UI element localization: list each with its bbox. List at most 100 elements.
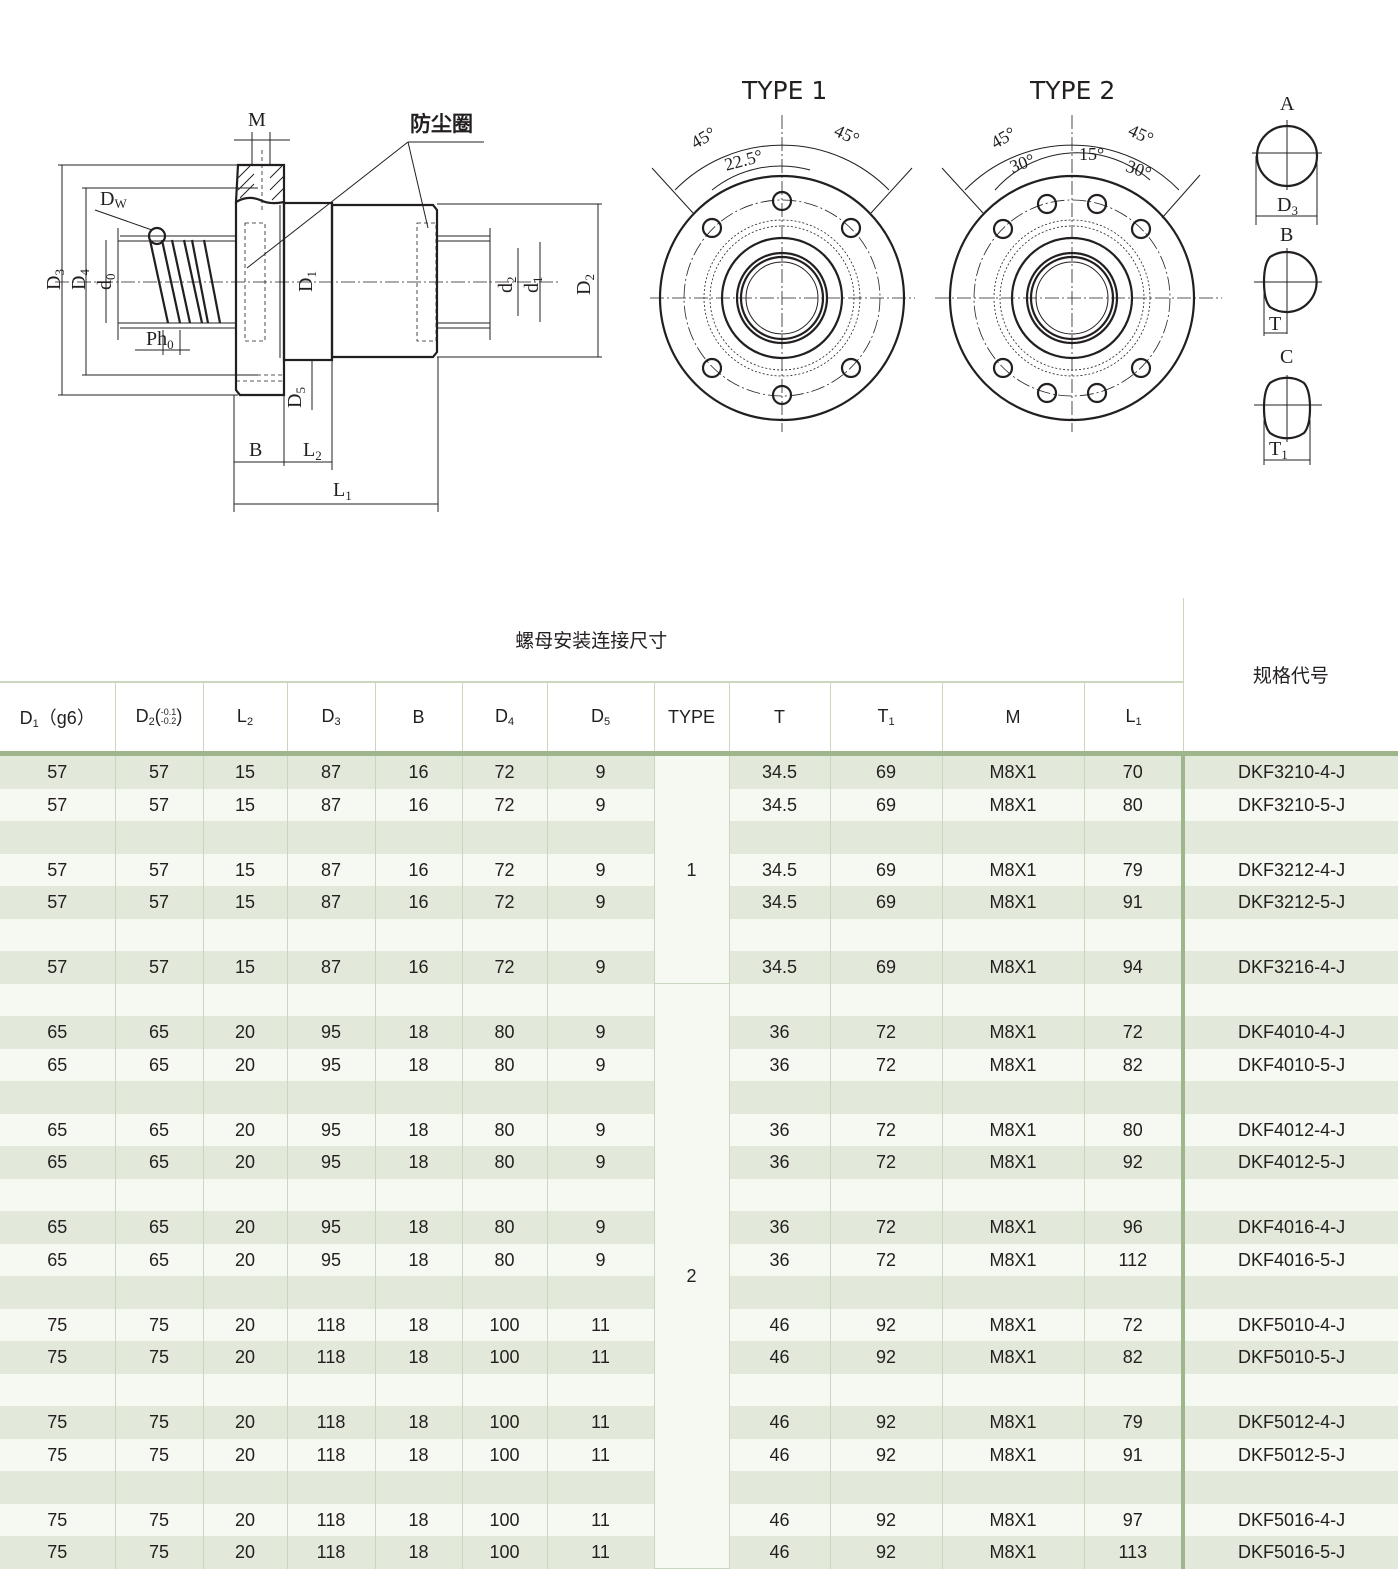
table-cell: 57: [0, 951, 116, 984]
label-d1-lower: d1: [521, 277, 545, 294]
table-cell: [0, 1276, 116, 1309]
header-label: L: [236, 706, 247, 726]
table-cell: [829, 821, 943, 854]
table-row: [0, 1373, 1399, 1406]
table-cell: 15: [202, 788, 288, 821]
type2-title: TYPE 2: [1029, 76, 1115, 105]
spec-code-cell: [1181, 1471, 1399, 1504]
spec-code-cell: DKF5016-5-J: [1181, 1536, 1399, 1569]
table-cell: 100: [461, 1308, 548, 1341]
table-cell: [202, 1178, 288, 1211]
header-label: D: [590, 706, 604, 726]
table-cell: 75: [114, 1308, 204, 1341]
side-view: 防尘圈 M DW D3 D4 d0 Ph0 D1 d2 d1 D2 D5 B L…: [43, 109, 602, 512]
spec-code-cell: DKF5012-4-J: [1181, 1406, 1399, 1439]
table-cell: [546, 1178, 655, 1211]
table-cell: 87: [286, 753, 376, 789]
table-cell: 72: [461, 886, 548, 919]
table-cell: 97: [1083, 1503, 1184, 1536]
table-cell: [728, 1471, 831, 1504]
table-cell: 112: [1083, 1243, 1184, 1276]
table-cell: [374, 821, 463, 854]
table-cell: 75: [0, 1308, 116, 1341]
table-cell: M8X1: [941, 753, 1085, 789]
table-cell: M8X1: [941, 1503, 1085, 1536]
table-cell: [461, 1373, 548, 1406]
spec-code-cell: DKF4016-5-J: [1181, 1243, 1399, 1276]
table-cell: [941, 1081, 1085, 1114]
table-cell: [114, 821, 204, 854]
spec-code-cell: DKF5010-5-J: [1181, 1341, 1399, 1374]
spec-code-cell: [1181, 1081, 1399, 1114]
table-cell: 16: [374, 853, 463, 886]
table-cell: [546, 1373, 655, 1406]
table-cell: 100: [461, 1341, 548, 1374]
table-cell: 79: [1083, 1406, 1184, 1439]
table-cell: [286, 983, 376, 1016]
table-cell: [546, 1081, 655, 1114]
table-cell: 80: [461, 1146, 548, 1179]
table-cell: 57: [114, 886, 204, 919]
table-cell: 75: [114, 1536, 204, 1569]
table-cell: 87: [286, 886, 376, 919]
spec-code-cell: DKF4010-5-J: [1181, 1048, 1399, 1081]
table-cell: [941, 1178, 1085, 1211]
table-cell: [374, 918, 463, 951]
table-cell: 92: [829, 1308, 943, 1341]
table-cell: 72: [829, 1211, 943, 1244]
table-cell: 18: [374, 1243, 463, 1276]
table-cell: 16: [374, 788, 463, 821]
screw-shaft: [117, 226, 491, 340]
table-cell: [728, 983, 831, 1016]
dust-seal-label: 防尘圈: [410, 112, 473, 136]
table-cell: 9: [546, 886, 655, 919]
header-subscript: 3: [334, 716, 341, 728]
table-row: [0, 1178, 1399, 1211]
table-cell: M8X1: [941, 1243, 1085, 1276]
table-cell: [461, 983, 548, 1016]
table-cell: 87: [286, 853, 376, 886]
table-cell: 72: [829, 1243, 943, 1276]
table-cell: 65: [114, 1146, 204, 1179]
table-cell: [941, 918, 1085, 951]
label-l1: L1: [333, 479, 352, 503]
table-cell: [0, 1081, 116, 1114]
table-cell: 72: [461, 853, 548, 886]
table-cell: 92: [829, 1536, 943, 1569]
table-cell: 57: [114, 788, 204, 821]
table-cell: 57: [0, 886, 116, 919]
type1-angle-left: 45°: [687, 123, 719, 153]
table-cell: 11: [546, 1406, 655, 1439]
cut-c-dim: T1: [1269, 438, 1288, 462]
spec-code-cell: DKF4016-4-J: [1181, 1211, 1399, 1244]
table-cell: 20: [202, 1341, 288, 1374]
table-cell: [286, 1178, 376, 1211]
ball: [147, 226, 167, 246]
table-cell: [461, 1178, 548, 1211]
table-cell: [374, 983, 463, 1016]
table-cell: [728, 1081, 831, 1114]
table-cell: [461, 1276, 548, 1309]
table-cell: 100: [461, 1536, 548, 1569]
table-cell: 118: [286, 1308, 376, 1341]
table-cell: 36: [728, 1016, 831, 1049]
table-cell: 100: [461, 1438, 548, 1471]
table-cell: 100: [461, 1503, 548, 1536]
table-cell: [202, 1276, 288, 1309]
table-cell: M8X1: [941, 886, 1085, 919]
table-cell: 9: [546, 1048, 655, 1081]
table-cell: [728, 918, 831, 951]
table-cell: [829, 1471, 943, 1504]
table-cell: 91: [1083, 886, 1184, 919]
table-cell: 57: [0, 753, 116, 789]
dimension-lines: [58, 132, 602, 512]
table-cell: 34.5: [728, 788, 831, 821]
table-cell: 95: [286, 1243, 376, 1276]
table-cell: 94: [1083, 951, 1184, 984]
flange-cut-views: A D3 B T C T1: [1252, 93, 1322, 465]
table-cell: 15: [202, 886, 288, 919]
